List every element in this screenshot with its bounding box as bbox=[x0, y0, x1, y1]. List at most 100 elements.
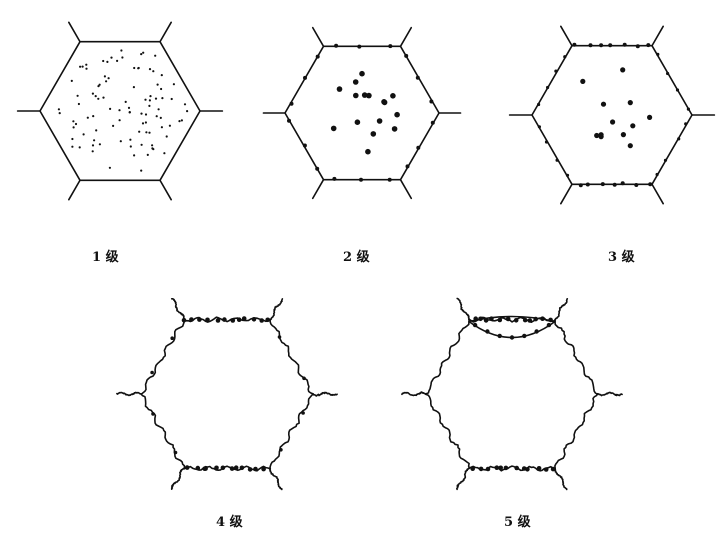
fine-precipitate-dot bbox=[178, 120, 181, 123]
fine-precipitate-dot bbox=[133, 154, 136, 157]
boundary-precipitate-dot bbox=[287, 118, 291, 123]
fine-precipitate-dot bbox=[86, 116, 89, 119]
boundary-precipitate-dot bbox=[302, 143, 307, 148]
boundary-precipitate-dot bbox=[675, 88, 680, 92]
boundary-precipitate-dot bbox=[600, 182, 605, 187]
fine-precipitate-dot bbox=[91, 144, 95, 147]
boundary-precipitate-dot bbox=[646, 43, 651, 48]
boundary-network-dot bbox=[550, 466, 556, 472]
boundary-cluster-dot bbox=[230, 318, 236, 323]
boundary-precipitate-dot bbox=[565, 173, 570, 177]
caption-grade-5: 5 级 bbox=[504, 515, 531, 530]
fine-precipitate-dot bbox=[149, 95, 152, 98]
boundary-precipitate-dot bbox=[544, 140, 549, 144]
fine-precipitate-dot bbox=[102, 59, 105, 63]
interior-precipitate-dot bbox=[353, 92, 359, 99]
neighbor-boundary-stub bbox=[456, 297, 470, 321]
fine-precipitate-dot bbox=[186, 110, 189, 113]
boundary-network-dot bbox=[503, 465, 509, 471]
fine-precipitate-dot bbox=[144, 98, 147, 101]
grain-boundary bbox=[531, 44, 693, 186]
boundary-cluster-dot bbox=[195, 465, 201, 471]
neighbor-boundary-stub bbox=[68, 21, 81, 43]
boundary-precipitate-dot bbox=[405, 164, 410, 169]
boundary-cluster-dot bbox=[301, 411, 305, 415]
boundary-network-dot bbox=[470, 466, 476, 472]
boundary-precipitate-dot bbox=[572, 42, 577, 47]
fine-precipitate-dot bbox=[160, 74, 163, 77]
boundary-cluster-dot bbox=[173, 450, 178, 455]
boundary-cluster-dot bbox=[233, 465, 239, 471]
continuous-network-loop bbox=[468, 315, 556, 339]
interior-precipitate-dot bbox=[394, 111, 400, 118]
hexagon-grain-grade-1 bbox=[16, 21, 224, 201]
fine-precipitate-dot bbox=[118, 109, 121, 112]
fine-precipitate-dot bbox=[103, 75, 106, 78]
interior-precipitate-dot bbox=[390, 93, 396, 99]
neighbor-boundary-stub bbox=[554, 298, 569, 321]
boundary-precipitate-dot bbox=[537, 102, 541, 107]
boundary-cluster-dot bbox=[215, 318, 221, 323]
fine-precipitate-dot bbox=[137, 66, 140, 70]
fine-precipitate-dot bbox=[157, 108, 160, 111]
boundary-precipitate-dot bbox=[357, 44, 362, 49]
boundary-network-dot bbox=[485, 329, 490, 334]
neighbor-boundary-stub bbox=[269, 467, 283, 491]
boundary-cluster-dot bbox=[214, 465, 219, 471]
boundary-network-dot bbox=[536, 466, 542, 471]
fine-precipitate-dot bbox=[140, 143, 143, 146]
interior-precipitate-dot bbox=[336, 86, 343, 92]
fine-precipitate-dot bbox=[148, 104, 151, 107]
fine-precipitate-dot bbox=[72, 126, 75, 129]
grain-boundary bbox=[284, 45, 440, 181]
fine-precipitate-dot bbox=[92, 115, 95, 118]
boundary-cluster-dot bbox=[189, 317, 194, 322]
fine-precipitate-dot bbox=[132, 86, 135, 89]
fine-precipitate-dot bbox=[127, 106, 131, 109]
fine-precipitate-dot bbox=[105, 80, 108, 83]
fine-precipitate-dot bbox=[154, 54, 157, 57]
caption-grade-3: 3 级 bbox=[608, 250, 635, 265]
fine-precipitate-dot bbox=[144, 121, 147, 124]
fine-precipitate-dot bbox=[76, 94, 79, 97]
fine-precipitate-dot bbox=[129, 138, 132, 141]
boundary-cluster-dot bbox=[251, 317, 257, 322]
neighbor-boundary-stub bbox=[553, 467, 568, 491]
boundary-precipitate-dot bbox=[599, 43, 604, 48]
fine-precipitate-dot bbox=[107, 77, 110, 80]
fine-precipitate-dot bbox=[154, 97, 158, 100]
boundary-precipitate-dot bbox=[622, 42, 627, 47]
fine-precipitate-dot bbox=[79, 65, 82, 68]
fine-precipitate-dot bbox=[124, 100, 127, 103]
interior-precipitate-dot bbox=[330, 125, 337, 132]
boundary-precipitate-dot bbox=[620, 181, 625, 186]
fine-precipitate-dot bbox=[71, 137, 74, 141]
fine-precipitate-dot bbox=[159, 116, 162, 119]
boundary-precipitate-dot bbox=[612, 182, 617, 187]
boundary-network-dot bbox=[494, 465, 500, 471]
boundary-precipitate-dot bbox=[289, 101, 294, 106]
neighbor-boundary-stub bbox=[401, 391, 427, 397]
fine-precipitate-dot bbox=[151, 144, 154, 147]
neighbor-boundary-stub bbox=[68, 179, 81, 201]
neighbor-boundary-stub bbox=[651, 25, 665, 47]
fine-precipitate-dot bbox=[72, 120, 75, 123]
boundary-precipitate-dot bbox=[404, 53, 409, 58]
neighbor-boundary-stub bbox=[170, 298, 186, 321]
boundary-cluster-dot bbox=[205, 317, 210, 323]
fine-precipitate-dot bbox=[81, 65, 84, 68]
boundary-precipitate-dot bbox=[578, 183, 583, 188]
neighbor-boundary-stub bbox=[170, 467, 185, 490]
boundary-cluster-dot bbox=[241, 316, 247, 321]
interior-precipitate-dot bbox=[630, 123, 636, 129]
boundary-precipitate-dot bbox=[634, 183, 639, 187]
neighbor-boundary-stub bbox=[159, 21, 172, 43]
boundary-network-dot bbox=[505, 316, 511, 322]
fine-precipitate-dot bbox=[138, 130, 141, 133]
interior-precipitate-dot bbox=[365, 148, 371, 155]
fine-precipitate-dot bbox=[82, 133, 85, 136]
boundary-cluster-dot bbox=[259, 318, 265, 323]
fine-precipitate-dot bbox=[106, 60, 109, 64]
